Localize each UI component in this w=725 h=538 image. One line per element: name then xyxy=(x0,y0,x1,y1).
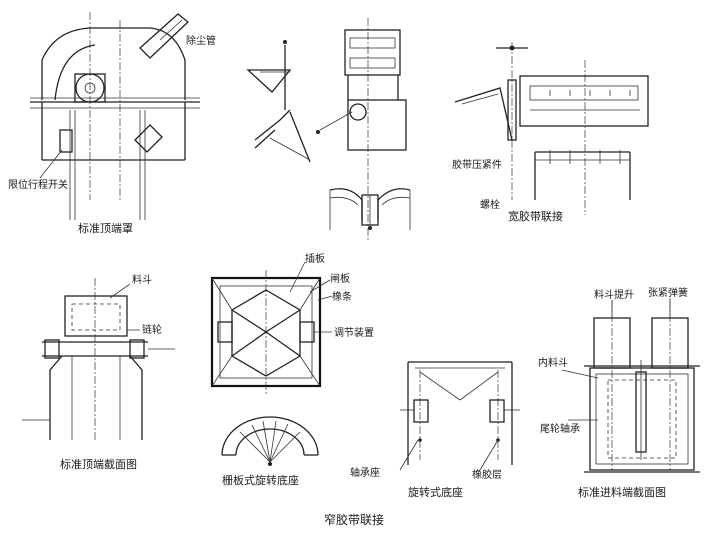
label-adjust: 调节装置 xyxy=(334,326,374,339)
label-rubber: 橡胶层 xyxy=(472,468,502,481)
label-tension: 张紧弹簧 xyxy=(648,286,688,299)
panel-arc-bracket: 栅板式旋转底座 xyxy=(221,416,319,487)
panel-wide-belt: 胶带压紧件 螺栓 宽胶带联接 xyxy=(452,42,649,223)
panel-head-section: 料斗 链轮 标准顶端截面图 xyxy=(22,273,175,471)
label-hopper: 料斗 xyxy=(132,273,152,286)
panel-head-cover: 除尘管 限位行程开关 标准顶端罩 xyxy=(8,12,216,235)
title-tail-section: 标准进料端截面图 xyxy=(578,485,666,499)
title-wide-belt: 宽胶带联接 xyxy=(508,209,563,223)
title-arc-bracket: 栅板式旋转底座 xyxy=(222,473,299,487)
figure-caption: 窄胶带联接 xyxy=(324,512,384,527)
title-head-section: 标准顶端截面图 xyxy=(60,457,137,471)
panel-edge-joint xyxy=(246,18,411,240)
label-inner-hopper: 内料斗 xyxy=(538,356,568,369)
label-seal: 橡条 xyxy=(332,290,352,303)
title-rotary-boot: 旋转式底座 xyxy=(408,485,463,499)
label-gate: 闸板 xyxy=(330,272,350,285)
panel-tail-section: 料斗提升 张紧弹簧 内料斗 尾轮轴承 标准进料端截面图 xyxy=(538,286,700,499)
label-dust-pipe: 除尘管 xyxy=(186,34,216,47)
panel-boot-box: 插板 闸板 橡条 调节装置 xyxy=(210,252,374,395)
label-pulley-bearing: 尾轮轴承 xyxy=(540,422,580,435)
label-hopper-lift: 料斗提升 xyxy=(594,288,634,301)
label-limit-switch: 限位行程开关 xyxy=(8,178,68,191)
panel-rotary-boot: 轴承座 橡胶层 旋转式底座 xyxy=(350,361,520,499)
label-clamp: 胶带压紧件 xyxy=(452,158,502,171)
label-plate: 插板 xyxy=(305,252,325,265)
label-bearing: 轴承座 xyxy=(350,466,380,479)
title-head-cover: 标准顶端罩 xyxy=(78,221,133,235)
label-bolt: 螺栓 xyxy=(480,198,500,211)
label-sprocket: 链轮 xyxy=(142,323,162,336)
